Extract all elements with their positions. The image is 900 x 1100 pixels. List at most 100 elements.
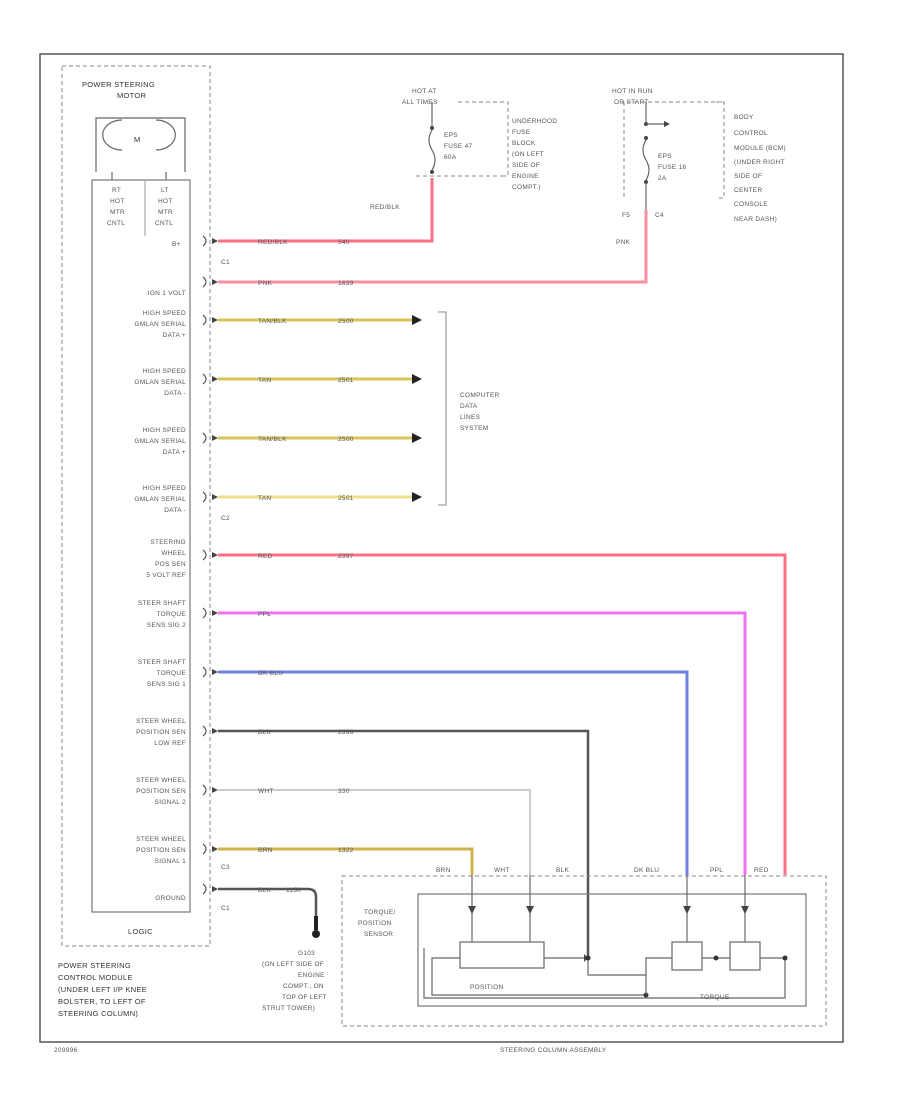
fuse1-term-bottom — [430, 170, 434, 174]
pin-label-4-1: GMLAN SERIAL — [134, 496, 186, 503]
ground-desc-1: G103 — [298, 950, 315, 957]
wire-torque-sig2-purple — [218, 611, 747, 875]
drop-blu-arrow — [683, 906, 691, 914]
fuse2-branch-arrow-icon — [664, 121, 670, 127]
fuse2-block-6: CENTER — [734, 187, 763, 194]
wire-ground-black — [218, 887, 318, 922]
connector-pin-arrow-icon — [212, 846, 218, 852]
fuse1-name-2: FUSE 47 — [444, 143, 473, 150]
fuse2-hot-2: OR START — [614, 99, 649, 106]
torque-blk-bus — [587, 957, 672, 976]
connector-pin-arrow-icon — [212, 494, 218, 500]
module-desc-1: POWER STEERING — [58, 961, 131, 970]
wire-signal1-brown — [218, 847, 474, 875]
motor-symbol-letter: M — [134, 135, 141, 144]
connector-pin-mark — [202, 491, 207, 503]
wire-data-4-circuit: 2501 — [338, 495, 354, 502]
term-lt-hot: HOT — [158, 198, 173, 205]
fuse2-block-1: BODY — [734, 114, 754, 121]
connector-pin-mark — [202, 314, 207, 326]
fuse1-name-3: 60A — [444, 154, 457, 161]
torque-element-2 — [729, 941, 761, 971]
page-code: 209996 — [54, 1047, 78, 1054]
module-desc-2: CONTROL MODULE — [58, 973, 133, 982]
connector-pin-mark — [202, 883, 207, 895]
term-rt-mtr: MTR — [110, 209, 125, 216]
pin-label-0-0: IGN 1 VOLT — [148, 290, 186, 297]
wire-torque-sig1-blue — [218, 670, 689, 875]
data-lines-bracket — [438, 311, 447, 506]
pin-label-7-0: STEER SHAFT — [138, 659, 186, 666]
wire-sig1-circuit: 1322 — [338, 847, 354, 854]
connector-pin-mark — [202, 373, 207, 385]
pin-label-6-1: TORQUE — [157, 611, 187, 618]
connector-pin-arrow-icon — [212, 317, 218, 323]
position-loop — [431, 957, 646, 996]
pin-label-1-2: DATA + — [163, 332, 186, 339]
fuse1-hot-1: HOT AT — [412, 88, 437, 95]
pin-labels: IGN 1 VOLT HIGH SPEED GMLAN SERIAL DATA + HI… — [134, 290, 186, 902]
wire-ign-pink — [218, 210, 648, 284]
ground-desc-2: (ON LEFT SIDE OF — [262, 961, 324, 968]
logic-label: LOGIC — [128, 927, 153, 936]
wire-data-3-color: TAN/BLK — [258, 436, 287, 443]
ground-desc-6: STRUT TOWER) — [262, 1005, 315, 1012]
wire-data-1-circuit: 2500 — [338, 318, 354, 325]
data-lines-label-3: LINES — [460, 414, 481, 421]
data-arrow-4 — [412, 492, 422, 502]
motor-symbol-icon — [102, 119, 176, 151]
pin-label-3-0: HIGH SPEED — [143, 427, 186, 434]
position-element — [459, 941, 545, 969]
wire-ground-circuit: 1150 — [286, 887, 301, 894]
wire-bplus-color: RED/BLK — [258, 239, 288, 246]
connector-pin-arrow-icon — [212, 787, 218, 793]
wire-data-2-color: TAN — [258, 377, 271, 384]
wire-ign-color: PNK — [258, 280, 273, 287]
connector-pin-arrow-icon — [212, 435, 218, 441]
pin-label-9-0: STEER WHEEL — [136, 777, 186, 784]
fuse2-wire-label: PNK — [616, 239, 631, 246]
sensor-wire-brn: BRN — [436, 867, 451, 874]
wire-torque2-color: PPL — [258, 611, 271, 618]
pin-label-1-1: GMLAN SERIAL — [134, 321, 186, 328]
connector-pin-arrow-icon — [212, 728, 218, 734]
fuse2-term-top — [644, 136, 648, 140]
fuse2-block-4: (UNDER RIGHT — [734, 159, 785, 166]
fuse1-block-3: BLOCK — [512, 140, 536, 147]
data-lines-label-2: DATA — [460, 403, 478, 410]
pin-label-8-0: STEER WHEEL — [136, 718, 186, 725]
fuse2-name-3: 2A — [658, 175, 667, 182]
fuse1-block-6: ENGINE — [512, 173, 539, 180]
wire-bplus-circuit: 540 — [338, 239, 350, 246]
ground-desc-4: COMPT., ON — [283, 983, 324, 990]
ground-symbol-icon — [312, 930, 320, 938]
connector-pin-arrow-icon — [212, 238, 218, 244]
sensor-name-3: SENSOR — [364, 931, 393, 938]
fuse2-block-bracket — [716, 101, 725, 199]
wire-5v-color: RED — [258, 553, 273, 560]
connector-pin-mark — [202, 666, 207, 678]
fuse1-symbol-icon — [428, 129, 436, 171]
data-lines-label-1: COMPUTER — [460, 392, 500, 399]
sensor-wire-wht: WHT — [494, 867, 510, 874]
module-description: POWER STEERING CONTROL MODULE (UNDER LEF… — [58, 961, 147, 1018]
connector-pin-mark — [202, 276, 207, 288]
torque-junction-2 — [782, 955, 788, 961]
wire-sig2-color: WHT — [258, 788, 274, 795]
pin-marks — [202, 235, 218, 895]
connector-pin-arrow-icon — [212, 669, 218, 675]
sensor-name-1: TORQUE/ — [364, 909, 396, 916]
fuse2-block-5: SIDE OF — [734, 173, 762, 180]
sensor-wire-dkblu: DK BLU — [634, 867, 659, 874]
fuse2-f5: F5 — [622, 212, 630, 219]
pin-label-7-1: TORQUE — [157, 670, 187, 677]
ps-motor-subtitle: MOTOR — [117, 91, 147, 100]
wire-5v-ref-red — [218, 553, 787, 875]
fuse1-block-4: (ON LEFT — [512, 151, 544, 158]
steering-column-label: STEERING COLUMN ASSEMBLY — [500, 1047, 607, 1054]
data-arrow-2 — [412, 374, 422, 384]
torque-label: TORQUE — [700, 994, 730, 1001]
fuse2-c4: C4 — [655, 212, 664, 219]
fuse1-block-1: UNDERHOOD — [512, 118, 557, 125]
pin-label-2-0: HIGH SPEED — [143, 368, 186, 375]
